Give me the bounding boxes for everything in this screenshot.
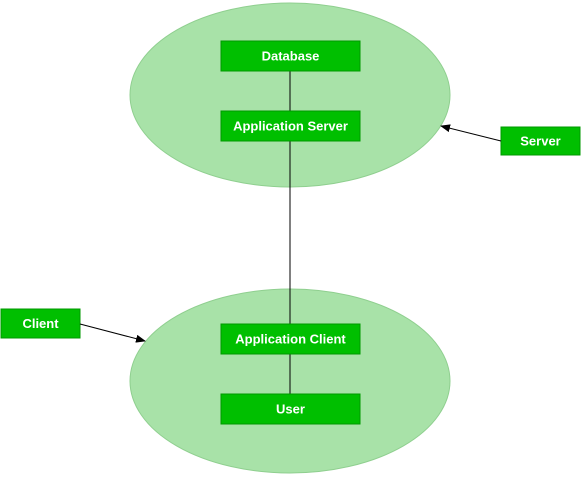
database-node[interactable]: Database: [220, 40, 361, 72]
application-client-node[interactable]: Application Client: [220, 323, 361, 355]
client-callout-arrow: [79, 323, 146, 343]
user-label: User: [276, 402, 305, 417]
application-server-label: Application Server: [233, 119, 348, 134]
application-server-node[interactable]: Application Server: [220, 110, 361, 142]
server-callout-arrow: [440, 124, 502, 142]
database-label: Database: [262, 49, 320, 64]
server-callout-label: Server: [520, 134, 560, 149]
user-node[interactable]: User: [220, 393, 361, 425]
server-callout-node[interactable]: Server: [500, 126, 581, 156]
client-callout-label: Client: [22, 316, 59, 331]
application-client-label: Application Client: [235, 332, 346, 347]
client-callout-node[interactable]: Client: [0, 308, 81, 339]
